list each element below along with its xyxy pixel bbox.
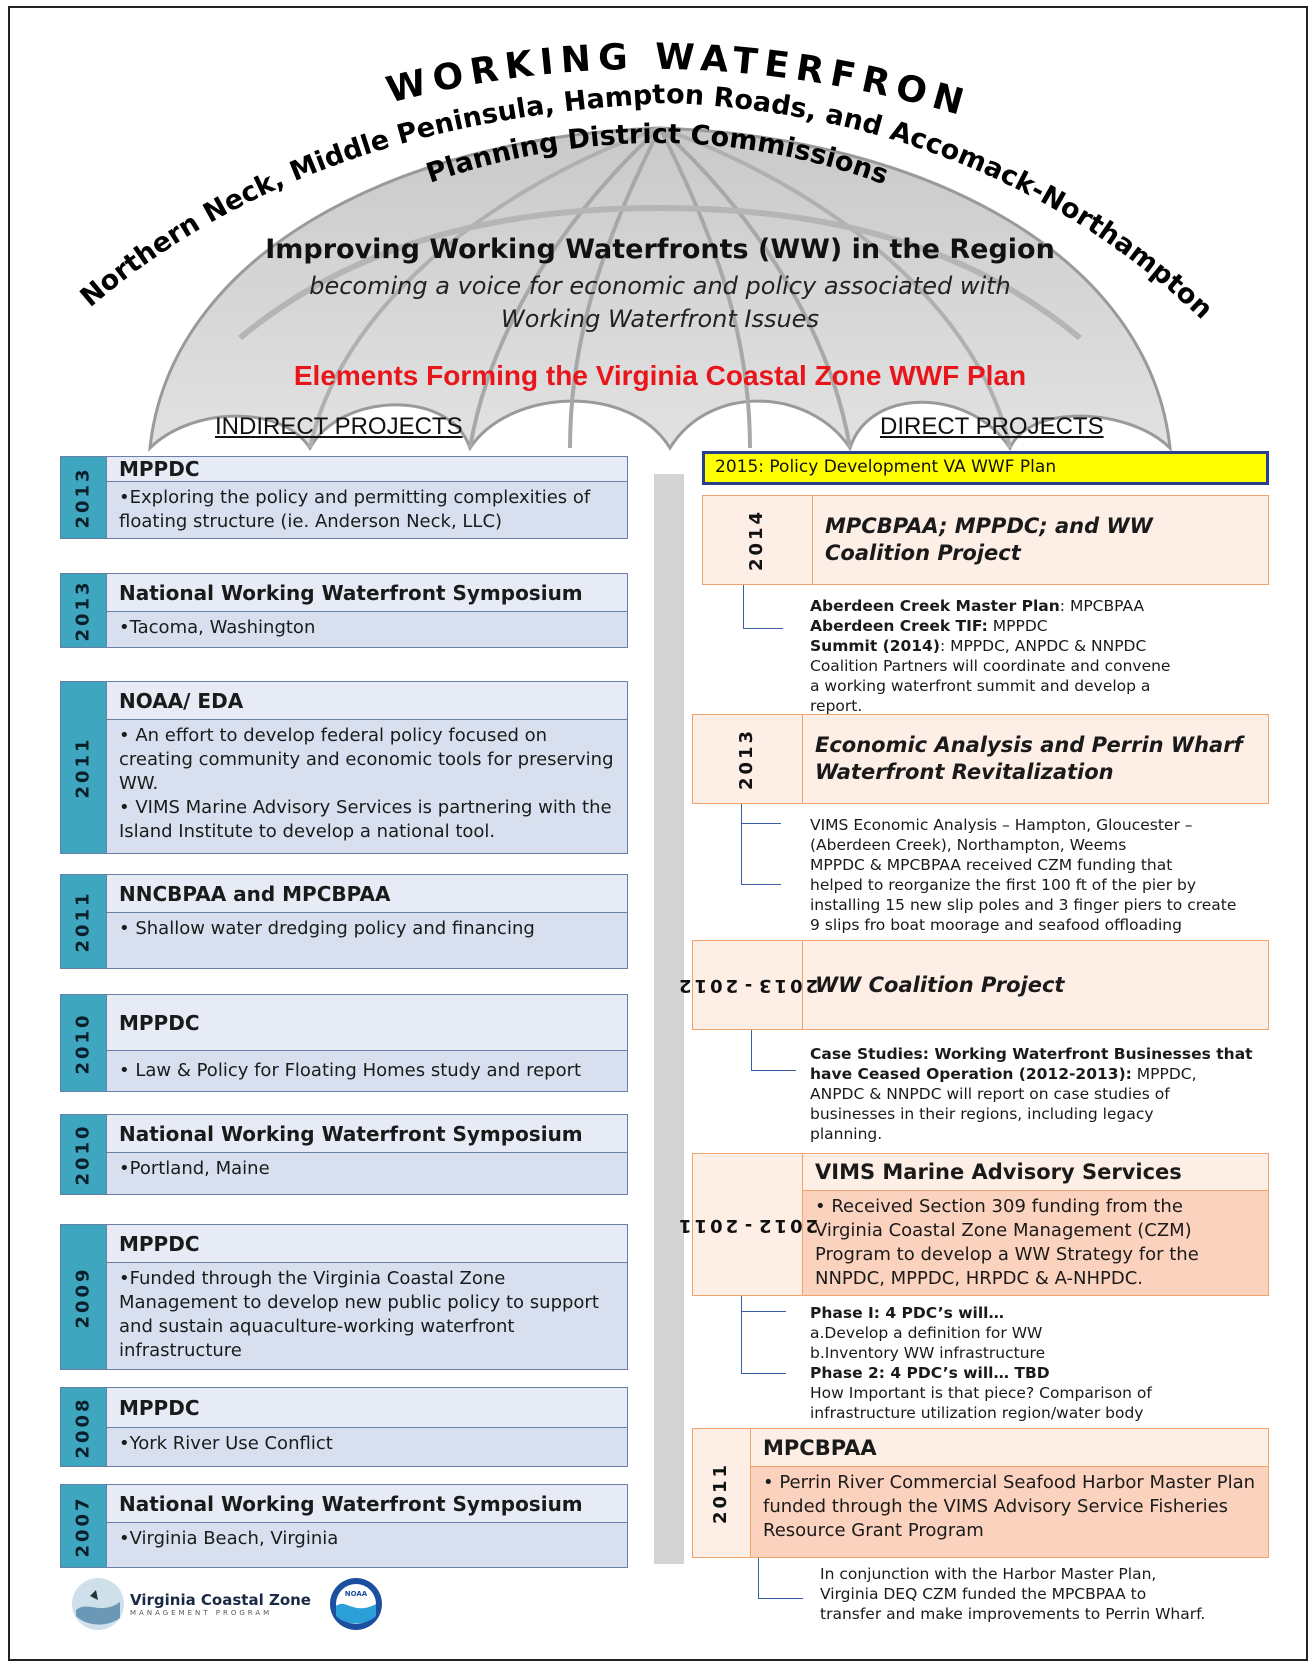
indirect-project: 2013 MPPDC •Exploring the policy and per…: [60, 456, 628, 539]
connector: [741, 823, 781, 824]
indirect-project: 2011 NOAA/ EDA • An effort to develop fe…: [60, 681, 628, 854]
project-description: •York River Use Conflict: [119, 1433, 333, 1454]
policy-banner: 2015: Policy Development VA WWF Plan: [702, 451, 1269, 485]
project-description: • An effort to develop federal policy fo…: [119, 725, 614, 842]
timeline-spine: [654, 474, 684, 1564]
indirect-project: 2010 National Working Waterfront Symposi…: [60, 1114, 628, 1195]
indirect-project: 2007 National Working Waterfront Symposi…: [60, 1484, 628, 1568]
project-title: MPCBPAA; MPPDC; and WW Coalition Project: [825, 514, 1153, 565]
project-description: • Received Section 309 funding from the …: [803, 1191, 1268, 1295]
direct-projects-heading: DIRECT PROJECTS: [880, 413, 1104, 440]
year-tab: 2011: [693, 1429, 751, 1557]
connector: [743, 628, 783, 629]
project-title: MPCBPAA: [751, 1429, 1268, 1467]
year-tab: 2013: [61, 574, 107, 647]
arc-title: WORKING WATERFRONTS: Northern Neck, Midd…: [10, 8, 1219, 325]
year-tab: 2011: [61, 875, 107, 968]
year-tab: 2011-2012: [676, 1154, 819, 1295]
project-description: • Perrin River Commercial Seafood Harbor…: [751, 1467, 1268, 1557]
project-description: • Law & Policy for Floating Homes study …: [119, 1060, 582, 1081]
indirect-project: 2009 MPPDC •Funded through the Virginia …: [60, 1224, 628, 1370]
project-note: Aberdeen Creek Master Plan: MPCBPAA Aber…: [810, 597, 1171, 714]
vczm-logo-subtext: MANAGEMENT PROGRAM: [130, 1609, 273, 1617]
year-tab: 2011: [61, 682, 107, 853]
year-tab: 2010: [61, 1115, 107, 1194]
year-tab: 2009: [61, 1225, 107, 1369]
year-tab: 2014: [703, 496, 813, 584]
project-note: In conjunction with the Harbor Master Pl…: [820, 1565, 1206, 1623]
year-tab: 2013: [693, 715, 803, 803]
indirect-project: 2008 MPPDC •York River Use Conflict: [60, 1387, 628, 1467]
year-tab: 2007: [61, 1485, 107, 1567]
project-title: VIMS Marine Advisory Services: [803, 1154, 1268, 1191]
main-heading: Improving Working Waterfronts (WW) in th…: [265, 234, 1055, 265]
project-title: National Working Waterfront Symposium: [107, 1485, 627, 1523]
project-description: •Funded through the Virginia Coastal Zon…: [119, 1268, 599, 1361]
year-tab: 2012-2013: [676, 941, 819, 1029]
subheading: becoming a voice for economic and policy…: [10, 270, 1306, 336]
indirect-project: 2011 NNCBPAA and MPCBPAA • Shallow water…: [60, 874, 628, 969]
arc-inner-text: Planning District Commissions: [422, 119, 892, 191]
direct-project: 2012-2013 WW Coalition Project: [676, 940, 1269, 1030]
connector: [741, 1373, 786, 1374]
project-title: MPPDC: [107, 995, 627, 1051]
year-tab: 2008: [61, 1388, 107, 1466]
indirect-project: 2013 National Working Waterfront Symposi…: [60, 573, 628, 648]
connector: [741, 1296, 742, 1373]
connector: [751, 1030, 752, 1070]
indirect-project: 2010 MPPDC • Law & Policy for Floating H…: [60, 994, 628, 1092]
project-title: WW Coalition Project: [815, 972, 1065, 997]
project-note: VIMS Economic Analysis – Hampton, Glouce…: [810, 816, 1237, 934]
plan-title: Elements Forming the Virginia Coastal Zo…: [293, 360, 1027, 391]
project-description: •Tacoma, Washington: [119, 617, 316, 638]
project-description: •Virginia Beach, Virginia: [119, 1528, 339, 1549]
noaa-logo-icon: NOAA: [330, 1578, 382, 1630]
connector: [741, 884, 781, 885]
connector: [758, 1598, 803, 1599]
subheading-line-1: becoming a voice for economic and policy…: [309, 272, 1011, 300]
project-title: MPPDC: [107, 1225, 627, 1263]
project-title: Economic Analysis and Perrin Wharf Water…: [815, 733, 1243, 784]
direct-project: 2011 MPCBPAA • Perrin River Commercial S…: [692, 1428, 1269, 1558]
project-title: MPPDC: [107, 457, 627, 482]
umbrella-graphic: [148, 126, 1172, 453]
poster: WORKING WATERFRONTS: Northern Neck, Midd…: [8, 6, 1308, 1661]
year-tab: 2010: [61, 995, 107, 1091]
connector: [743, 585, 744, 628]
subheading-line-2: Working Waterfront Issues: [501, 305, 819, 333]
project-title: National Working Waterfront Symposium: [107, 1115, 627, 1153]
project-title: NOAA/ EDA: [107, 682, 627, 720]
svg-text:NOAA: NOAA: [345, 1590, 368, 1598]
connector: [758, 1558, 759, 1598]
project-title: NNCBPAA and MPCBPAA: [107, 875, 627, 913]
project-description: •Portland, Maine: [119, 1158, 270, 1179]
indirect-projects-heading: INDIRECT PROJECTS: [215, 413, 463, 440]
direct-project: 2013 Economic Analysis and Perrin Wharf …: [692, 714, 1269, 804]
connector: [741, 804, 742, 884]
project-title: MPPDC: [107, 1388, 627, 1428]
vczm-logo-text: Virginia Coastal Zone: [130, 1591, 311, 1609]
project-note: Case Studies: Working Waterfront Busines…: [810, 1045, 1253, 1143]
project-title: National Working Waterfront Symposium: [107, 574, 627, 612]
direct-project: 2014 MPCBPAA; MPPDC; and WW Coalition Pr…: [702, 495, 1269, 585]
vczm-logo-icon: [72, 1578, 124, 1630]
direct-project: 2011-2012 VIMS Marine Advisory Services …: [676, 1153, 1269, 1296]
connector: [751, 1070, 796, 1071]
project-description: • Shallow water dredging policy and fina…: [119, 918, 535, 939]
project-note: Phase I: 4 PDC’s will… a.Develop a defin…: [810, 1304, 1152, 1422]
year-tab: 2013: [61, 457, 107, 538]
connector: [741, 1311, 786, 1312]
project-description: •Exploring the policy and permitting com…: [119, 487, 591, 532]
